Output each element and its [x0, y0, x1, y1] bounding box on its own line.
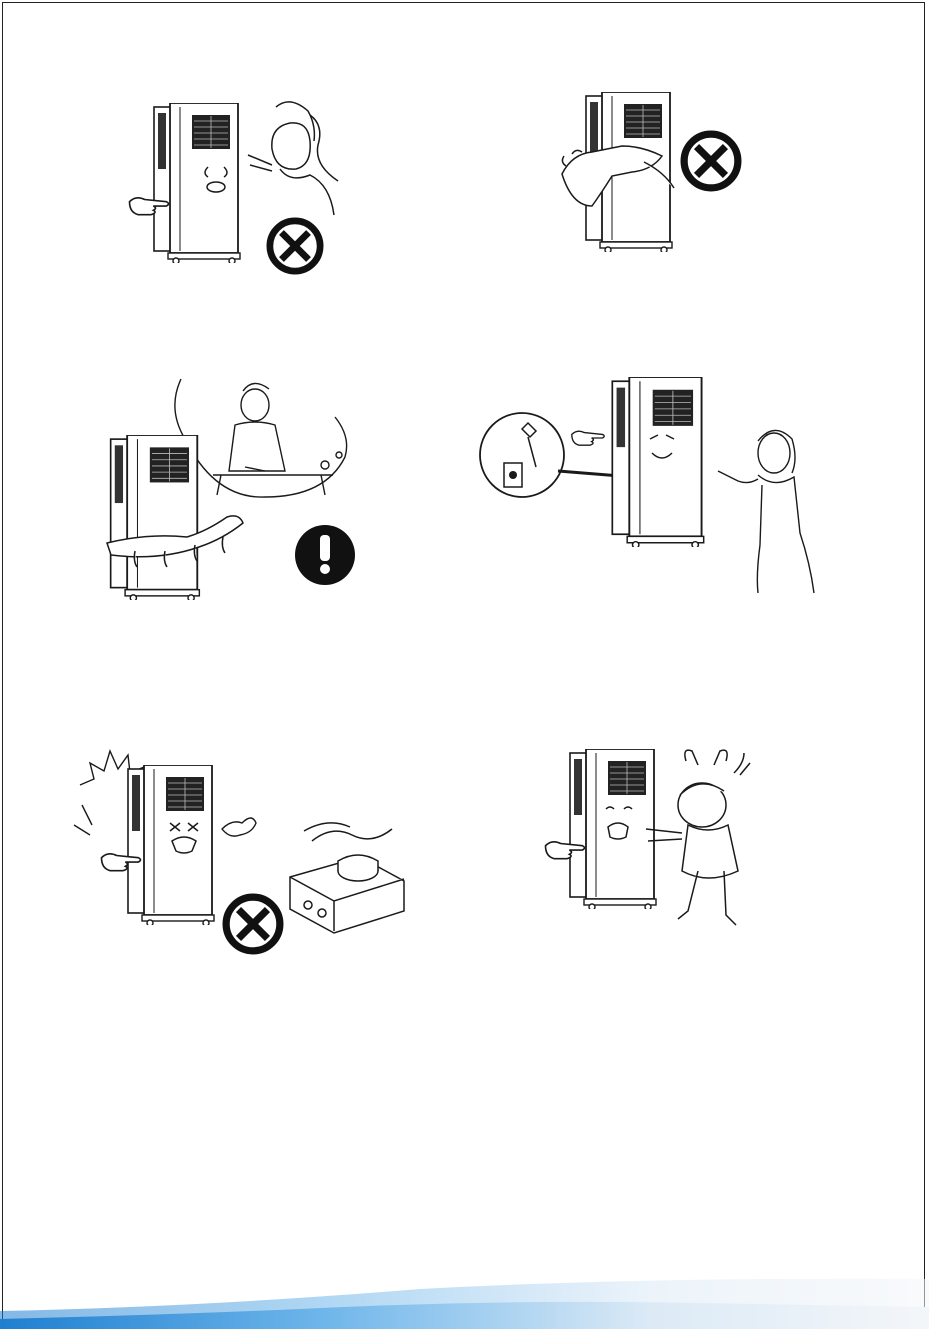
air-conditioner-illustration: [154, 103, 240, 264]
panel-unit-pushed-by-child: [538, 745, 768, 955]
air-conditioner-illustration: [570, 749, 656, 910]
businessman-on-phone-illustration: [213, 383, 333, 495]
child-pushing-illustration: [646, 750, 750, 925]
pointing-hand-icon: [572, 431, 604, 445]
air-conditioner-illustration: [128, 765, 214, 926]
prohibition-sign-icon: [270, 221, 320, 271]
panel-unit-with-plug-inset-and-woman: [478, 375, 828, 600]
panel-unit-wet-with-thought-bubble: [95, 375, 365, 605]
waving-hand-icon: [222, 818, 256, 836]
prohibition-sign-icon: [684, 134, 738, 188]
footer-decorative-band: [0, 1269, 929, 1329]
gas-stove-illustration: [290, 823, 404, 933]
panel-unit-with-woman: [120, 95, 360, 275]
panel-unit-near-stove: [72, 745, 402, 955]
air-conditioner-illustration: [111, 435, 200, 601]
warning-exclamation-icon: [295, 525, 355, 585]
woman-illustration: [248, 102, 338, 215]
woman-illustration: [718, 430, 814, 593]
thought-bubble: [175, 379, 347, 497]
panel-unit-with-hands: [552, 92, 752, 262]
prohibition-sign-icon: [226, 897, 280, 951]
air-conditioner-illustration: [612, 377, 703, 548]
